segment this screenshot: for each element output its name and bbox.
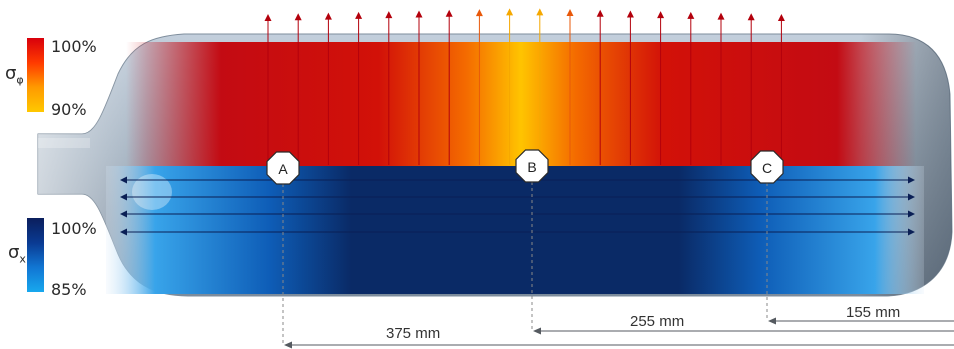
hoop-stress-color-scale — [27, 38, 44, 112]
hoop-stress-arrowhead — [475, 9, 483, 17]
marker-c: C — [750, 150, 784, 184]
axial-stress-color-scale — [27, 218, 44, 292]
marker-b: B — [515, 149, 549, 183]
hoop-stress-arrowhead — [747, 13, 755, 21]
axial-stress-band — [106, 166, 924, 294]
marker-a-label: A — [278, 161, 288, 177]
axial-stress-min-label: 85% — [51, 280, 87, 299]
axial-stress-max-label: 100% — [51, 219, 97, 238]
hoop-stress-arrowhead — [596, 9, 604, 17]
axial-stress-arrowhead-left — [120, 193, 127, 201]
hoop-stress-lines — [264, 8, 785, 165]
dimension-155mm-label: 155 mm — [846, 304, 900, 321]
dimension-lines — [282, 182, 954, 349]
neck-highlight — [38, 138, 90, 148]
hoop-stress-arrowhead — [506, 8, 514, 16]
hoop-stress-arrowhead — [687, 11, 695, 19]
hoop-stress-arrowhead — [415, 10, 423, 18]
hoop-stress-band — [126, 42, 916, 166]
hoop-stress-max-label: 100% — [51, 37, 97, 56]
hoop-stress-arrowhead — [445, 9, 453, 17]
axial-stress-symbol: σx — [8, 242, 26, 266]
hoop-stress-arrowhead — [626, 10, 634, 18]
hoop-stress-arrowhead — [264, 14, 272, 21]
hoop-stress-arrowhead — [657, 11, 665, 19]
hoop-stress-arrowhead — [355, 11, 363, 19]
hoop-stress-arrowhead — [294, 13, 302, 21]
axial-stress-arrowhead-left — [120, 176, 127, 184]
hoop-stress-arrowhead — [536, 8, 544, 16]
axial-stress-arrowhead-left — [120, 210, 127, 218]
hoop-stress-arrowhead — [777, 13, 785, 21]
dimension-375mm-label: 375 mm — [386, 325, 440, 342]
dimension-255mm-label: 255 mm — [630, 313, 684, 330]
axial-stress-arrowhead-left — [120, 228, 127, 236]
axial-band-left-glare — [132, 174, 172, 210]
hoop-stress-arrowhead — [324, 12, 332, 20]
axial-stress-arrows — [120, 176, 915, 236]
hoop-stress-arrowhead — [385, 11, 393, 19]
hoop-stress-arrowhead — [566, 9, 574, 17]
marker-b-label: B — [527, 159, 536, 175]
marker-c-label: C — [762, 160, 772, 176]
hoop-stress-min-label: 90% — [51, 100, 87, 119]
hoop-stress-symbol: σφ — [5, 63, 24, 87]
marker-a: A — [266, 151, 300, 185]
hoop-stress-arrowhead — [717, 12, 725, 20]
